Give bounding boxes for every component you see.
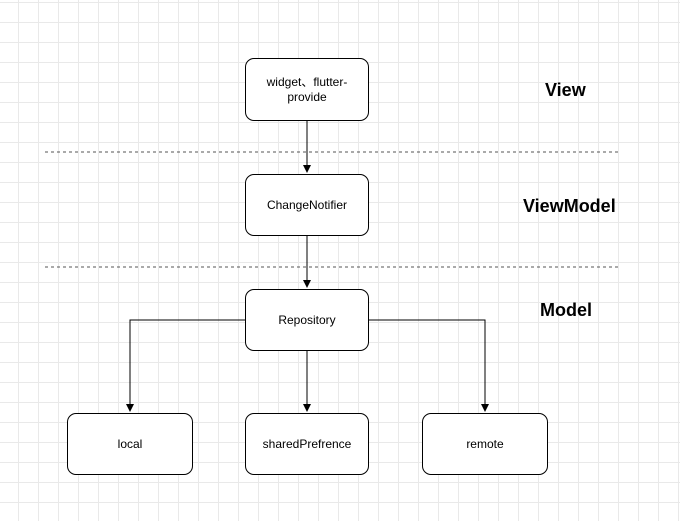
change-notifier-node[interactable]: ChangeNotifier (245, 174, 369, 236)
shared-prefrence-node[interactable]: sharedPrefrence (245, 413, 369, 475)
view-layer-label: View (545, 80, 586, 100)
arrow-repository-to-remote (369, 319, 489, 412)
remote-node[interactable]: remote (422, 413, 548, 475)
shared-prefrence-label: sharedPrefrence (262, 436, 352, 451)
viewmodel-layer-label: ViewModel (523, 196, 616, 216)
change-notifier-label: ChangeNotifier (266, 197, 348, 212)
local-node[interactable]: local (67, 413, 193, 475)
widget-provider-label: widget、flutter-provide (266, 74, 348, 104)
repository-label: Repository (278, 312, 336, 327)
local-label: local (117, 436, 143, 451)
remote-label: remote (466, 436, 504, 451)
widget-provider-node[interactable]: widget、flutter-provide (245, 58, 369, 121)
arrow-repository-to-local (126, 319, 245, 412)
model-layer-label: Model (540, 300, 592, 320)
repository-node[interactable]: Repository (245, 289, 369, 351)
